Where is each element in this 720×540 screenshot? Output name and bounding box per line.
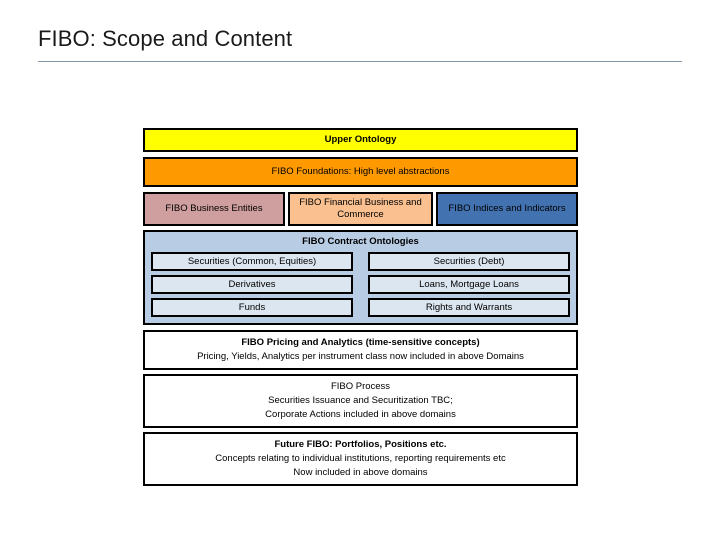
- contract-cell-derivatives[interactable]: Derivatives: [151, 275, 353, 294]
- note-process-line-2: Corporate Actions included in above doma…: [265, 409, 456, 420]
- layer-upper-ontology[interactable]: Upper Ontology: [143, 128, 578, 152]
- note-future-line-2: Now included in above domains: [293, 467, 428, 478]
- contract-cell-rights-and-warrants[interactable]: Rights and Warrants: [368, 298, 570, 317]
- domain-indices-and-indicators[interactable]: FIBO Indices and Indicators: [436, 192, 578, 226]
- note-process-head: FIBO Process: [330, 381, 391, 392]
- note-fibo-pricing-and-analytics[interactable]: FIBO Pricing and Analytics (time-sensiti…: [143, 330, 578, 370]
- note-pricing-line-1: Pricing, Yields, Analytics per instrumen…: [197, 351, 524, 362]
- note-process-line-1: Securities Issuance and Securitization T…: [268, 395, 453, 406]
- domain-financial-business-and-commerce[interactable]: FIBO Financial Business and Commerce: [288, 192, 433, 226]
- note-pricing-head: FIBO Pricing and Analytics (time-sensiti…: [241, 337, 480, 348]
- contract-row: Funds Rights and Warrants: [151, 298, 570, 317]
- layer-upper-ontology-label: Upper Ontology: [324, 134, 397, 145]
- contract-cell-securities-common-equities[interactable]: Securities (Common, Equities): [151, 252, 353, 271]
- contract-cell-securities-debt[interactable]: Securities (Debt): [368, 252, 570, 271]
- domain-layer-row: FIBO Business Entities FIBO Financial Bu…: [143, 192, 578, 226]
- contract-cell-funds[interactable]: Funds: [151, 298, 353, 317]
- layer-fibo-foundations-label: FIBO Foundations: High level abstraction…: [271, 166, 450, 177]
- contract-ontologies-grid: Securities (Common, Equities) Securities…: [151, 252, 570, 317]
- title-divider: [38, 61, 682, 62]
- note-future-fibo[interactable]: Future FIBO: Portfolios, Positions etc. …: [143, 432, 578, 486]
- note-future-line-1: Concepts relating to individual institut…: [215, 453, 506, 464]
- domain-business-entities-label: FIBO Business Entities: [165, 203, 263, 214]
- contract-row: Derivatives Loans, Mortgage Loans: [151, 275, 570, 294]
- note-future-head: Future FIBO: Portfolios, Positions etc.: [274, 439, 447, 450]
- domain-indices-and-indicators-label: FIBO Indices and Indicators: [448, 203, 566, 214]
- fibo-scope-diagram: Upper Ontology FIBO Foundations: High le…: [143, 128, 578, 490]
- note-fibo-process[interactable]: FIBO Process Securities Issuance and Sec…: [143, 374, 578, 428]
- layer-contract-ontologies[interactable]: FIBO Contract Ontologies Securities (Com…: [143, 230, 578, 325]
- title-area: FIBO: Scope and Content: [38, 24, 682, 62]
- layer-fibo-foundations[interactable]: FIBO Foundations: High level abstraction…: [143, 157, 578, 187]
- contract-cell-loans-mortgage-loans[interactable]: Loans, Mortgage Loans: [368, 275, 570, 294]
- page-title: FIBO: Scope and Content: [38, 26, 293, 51]
- domain-business-entities[interactable]: FIBO Business Entities: [143, 192, 285, 226]
- contract-ontologies-title: FIBO Contract Ontologies: [302, 236, 419, 247]
- contract-row: Securities (Common, Equities) Securities…: [151, 252, 570, 271]
- domain-financial-business-and-commerce-label: FIBO Financial Business and Commerce: [299, 197, 422, 220]
